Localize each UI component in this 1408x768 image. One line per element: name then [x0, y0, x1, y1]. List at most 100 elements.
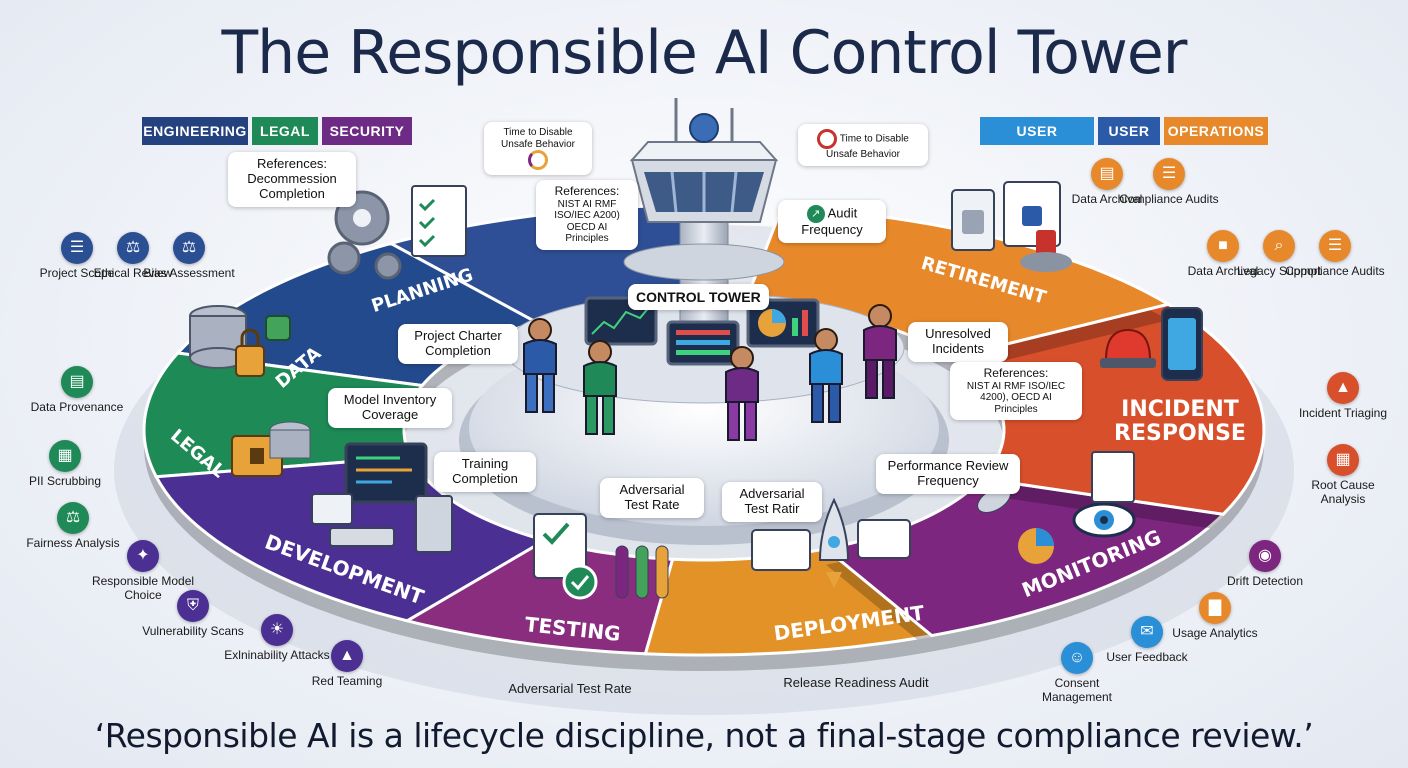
- planning-gears-icon: [327, 185, 467, 280]
- operators-group: [523, 304, 897, 441]
- practice-node-label: Red Teaming: [311, 674, 383, 688]
- stakeholder-tag: USER: [980, 117, 1094, 145]
- adversarial-test-callout-left: Adversarial Test Rate: [600, 478, 704, 518]
- bottom-metric-adversarial: Adversarial Test Rate: [508, 681, 632, 696]
- user-check-icon: ☺: [1061, 642, 1093, 674]
- retirement-switch-lock-icon: [951, 181, 1072, 272]
- practice-node: ✦Responsible Model Choice: [88, 540, 198, 603]
- stakeholder-tag: USER: [1098, 117, 1160, 145]
- data-database-lock-icon: [189, 305, 291, 377]
- magnifier-icon: ⌕: [1263, 230, 1295, 262]
- chart-icon: ▇: [1199, 592, 1231, 624]
- references-right-body: NIST AI RMF ISO/IEC 4200), OECD AI Princ…: [966, 380, 1066, 415]
- practice-node: ▇ Usage Analytics: [1160, 592, 1270, 641]
- practice-node: ✉ User Feedback: [1092, 616, 1202, 665]
- database-icon: ▤: [61, 366, 93, 398]
- stakeholder-tag: LEGAL: [252, 117, 318, 145]
- practice-node-label: Fairness Analysis: [26, 536, 120, 550]
- alarm-icon: ▲: [1327, 372, 1359, 404]
- operator-figure: [725, 346, 759, 441]
- operator-figure: [809, 328, 843, 423]
- document-icon: ▦: [49, 440, 81, 472]
- practice-node: ☀ Exlninability Attacks: [222, 614, 332, 663]
- audit-frequency-text: Audit Frequency: [801, 205, 863, 237]
- testing-clipboard-tubes-icon: [533, 513, 669, 600]
- practice-node-label: Drift Detection: [1226, 574, 1304, 588]
- practice-node-label: Root Cause Analysis: [1311, 478, 1375, 506]
- practice-node-label: Data Archival: [1071, 192, 1143, 206]
- practice-node-label: Ethical Review: [93, 266, 173, 280]
- stakeholder-tag: ENGINEERING: [142, 117, 248, 145]
- tagline-quote: ‘Responsible AI is a lifecycle disciplin…: [94, 716, 1314, 755]
- training-completion-callout: Training Completion: [434, 452, 536, 492]
- references-left-title: References:: [554, 184, 620, 198]
- practice-node-label: Legacy Support: [1236, 264, 1322, 278]
- gauge-icon: [817, 129, 838, 149]
- practice-node: ☰Compliance Audits: [1114, 158, 1224, 207]
- practice-node: ▲ Red Teaming: [292, 640, 402, 689]
- practice-node: ▦PII Scrubbing: [10, 440, 120, 489]
- segment-illustrations: [189, 181, 1203, 600]
- practice-node: ▲Incident Triaging: [1288, 372, 1398, 421]
- folder-icon: ■: [1207, 230, 1239, 262]
- main-title: The Responsible AI Control Tower: [221, 18, 1188, 88]
- time-disable-left-text: Time to Disable Unsafe Behavior: [501, 127, 575, 150]
- practice-node: ⚖ Bias Assessment: [134, 232, 244, 281]
- balance-icon: ⚖: [173, 232, 205, 264]
- audit-frequency-callout: ↗ Audit Frequency: [778, 200, 886, 243]
- monitoring-eye-satellite-icon: [977, 451, 1136, 564]
- stakeholder-tag: OPERATIONS: [1164, 117, 1268, 145]
- time-disable-callout-left: Time to Disable Unsafe Behavior: [484, 122, 592, 175]
- deployment-rocket-icon: [751, 497, 911, 588]
- practice-node-label: Vulnerability Scans: [142, 624, 244, 638]
- chat-icon: ✉: [1131, 616, 1163, 648]
- unresolved-incidents-callout: Unresolved Incidents: [908, 322, 1008, 362]
- practice-node-label: Exlninability Attacks: [224, 648, 330, 662]
- practice-node: ▤Data Provenance: [22, 366, 132, 415]
- performance-review-callout: Performance Review Frequency: [876, 454, 1020, 494]
- scales-icon: ⚖: [57, 502, 89, 534]
- trend-icon: ↗: [806, 205, 825, 223]
- adversarial-test-callout-right: Adversarial Test Ratir: [722, 482, 822, 522]
- practice-node-label: Bias Assessment: [143, 266, 235, 280]
- practice-node-label: Compliance Audits: [1285, 264, 1385, 278]
- stakeholder-tag: SECURITY: [322, 117, 412, 145]
- incident-alarm-phone-icon: [1100, 307, 1203, 381]
- alarm-icon: ▲: [331, 640, 363, 672]
- practice-node: ◉ Drift Detection: [1210, 540, 1320, 589]
- practice-node: ⌕ Legacy Support: [1224, 230, 1334, 279]
- development-monitor-server-icon: [311, 442, 453, 553]
- clipboard-icon: ☰: [1319, 230, 1351, 262]
- project-charter-callout: Project Charter Completion: [398, 324, 518, 364]
- control-tower-label: CONTROL TOWER: [628, 284, 769, 311]
- legal-folder-lock-icon: [231, 421, 311, 477]
- shield-icon: ⛨: [177, 590, 209, 622]
- clipboard-icon: ☰: [61, 232, 93, 264]
- document-icon: ▦: [1327, 444, 1359, 476]
- time-disable-right-text: Time to Disable Unsafe Behavior: [826, 133, 909, 160]
- decommission-callout: References: Decommession Completion: [228, 152, 356, 207]
- control-tower: [623, 98, 785, 351]
- references-callout-right: References: NIST AI RMF ISO/IEC 4200), O…: [950, 362, 1082, 421]
- practice-node: ☰ Compliance Audits: [1280, 230, 1390, 279]
- references-right-title: References:: [983, 366, 1049, 380]
- database-icon: ▤: [1091, 158, 1123, 190]
- practice-node-label: Responsible Model Choice: [91, 574, 195, 602]
- practice-node: ▦Root Cause Analysis: [1288, 444, 1398, 507]
- stage-label-incident: INCIDENT: [1121, 397, 1239, 422]
- eye-icon: ◉: [1249, 540, 1281, 572]
- practice-node-label: Consent Management: [1041, 676, 1113, 704]
- practice-node-label: User Feedback: [1106, 650, 1188, 664]
- practice-node-label: Data Archival: [1187, 264, 1259, 278]
- stage-label-response: RESPONSE: [1114, 421, 1246, 446]
- bulb-icon: ☀: [261, 614, 293, 646]
- practice-node-label: Compliance Audits: [1119, 192, 1219, 206]
- model-inventory-callout: Model Inventory Coverage: [328, 388, 452, 428]
- practice-node: ▤ Data Archival: [1052, 158, 1162, 207]
- practice-node-label: Usage Analytics: [1172, 626, 1258, 640]
- scales-icon: ⚖: [117, 232, 149, 264]
- time-disable-callout-right: Time to Disable Unsafe Behavior: [798, 124, 928, 166]
- operator-figure: [583, 340, 617, 435]
